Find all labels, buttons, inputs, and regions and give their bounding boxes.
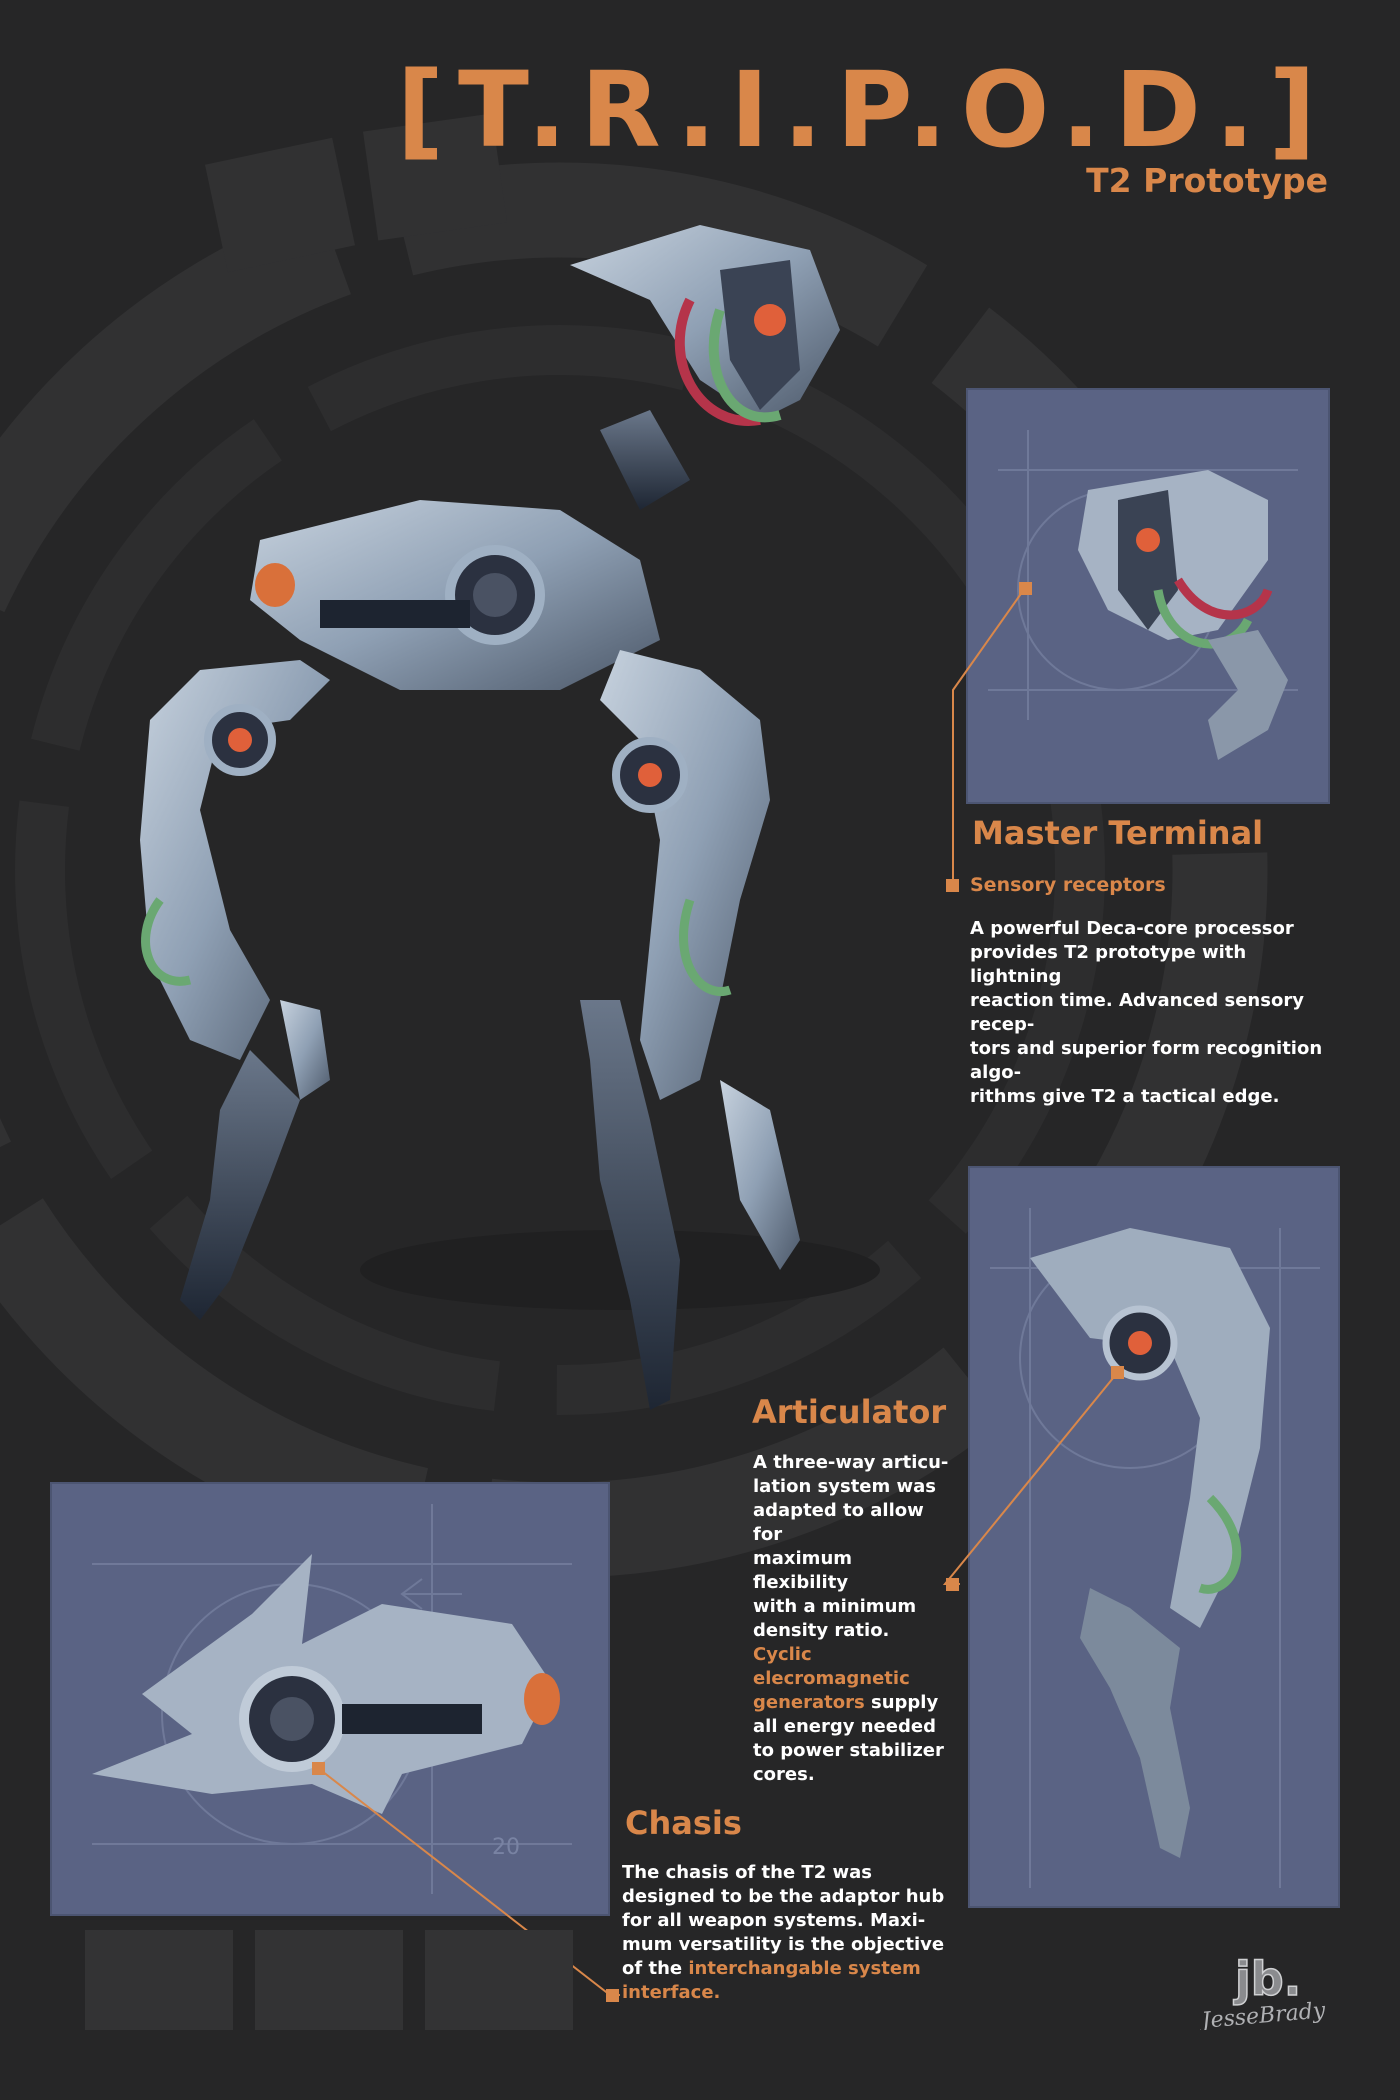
articulator-text: density ratio. [753, 1620, 890, 1641]
decorative-block [85, 1930, 233, 2030]
articulator-panel [968, 1166, 1340, 1908]
sensory-receptors-marker [946, 879, 959, 892]
articulator-line: lation system was [753, 1476, 937, 1497]
right-leg [580, 650, 800, 1410]
chasis-line: of the interchangable system [622, 1957, 952, 1981]
articulator-line: density ratio. Cyclic [753, 1619, 953, 1667]
master-terminal-line: A powerful Deca-core processor [970, 918, 1294, 939]
master-terminal-detail-art [988, 430, 1298, 760]
decorative-block [425, 1930, 573, 2030]
articulator-line: generators supply [753, 1691, 953, 1715]
master-terminal-line: tors and superior form recognition algo- [970, 1038, 1323, 1083]
sensory-receptors-label: Sensory receptors [970, 874, 1166, 896]
chasis-line: designed to be the adaptor hub [622, 1886, 945, 1907]
poster-subtitle: T2 Prototype [1086, 161, 1328, 200]
master-terminal-panel [966, 388, 1330, 804]
chasis-line: mum versatility is the objective [622, 1934, 945, 1955]
articulator-line: adapted to allow for [753, 1500, 924, 1545]
articulator-line: cores. [753, 1764, 815, 1785]
master-terminal-line: rithms give T2 a tactical edge. [970, 1086, 1280, 1107]
chasis-text: of the [622, 1958, 683, 1979]
chasis-line: for all weapon systems. Maxi- [622, 1910, 926, 1931]
chasis-panel: 20 [50, 1482, 610, 1916]
generators-highlight: generators [753, 1692, 865, 1713]
master-terminal-heading: Master Terminal [972, 814, 1264, 852]
articulator-detail-art [990, 1208, 1320, 1888]
chasis-description: The chasis of the T2 was designed to be … [622, 1861, 952, 2005]
chasis-line: The chasis of the T2 was [622, 1862, 872, 1883]
articulator-line: maximum flexibility [753, 1548, 853, 1593]
articulator-description: A three-way articu- lation system was ad… [753, 1451, 953, 1787]
chasis-body [250, 500, 660, 690]
master-terminal-head [570, 225, 840, 426]
chasis-detail-art: 20 [92, 1504, 572, 1894]
articulator-text: supply [870, 1692, 939, 1713]
articulator-line: to power stabilizer [753, 1740, 944, 1761]
chasis-panel-number: 20 [492, 1835, 520, 1860]
master-terminal-line: reaction time. Advanced sensory recep- [970, 990, 1304, 1035]
decorative-block [255, 1930, 403, 2030]
cyclic-highlight: Cyclic [753, 1644, 812, 1665]
poster-title: [T.R.I.P.O.D.] [396, 49, 1330, 171]
master-terminal-description: A powerful Deca-core processor provides … [970, 917, 1330, 1109]
signature-monogram: jb. [1233, 1952, 1301, 2006]
artist-signature-logo: jb. JesseBrady [1200, 1951, 1327, 2030]
interface-highlight: interchangable system [688, 1958, 921, 1979]
master-terminal-line: provides T2 prototype with lightning [970, 942, 1247, 987]
articulator-heading: Articulator [752, 1393, 947, 1431]
electromagnetic-highlight: elecromagnetic [753, 1668, 910, 1689]
interface-highlight-end: interface. [622, 1982, 721, 2003]
chasis-heading: Chasis [625, 1804, 742, 1842]
articulator-line: A three-way articu- [753, 1452, 949, 1473]
left-leg [140, 660, 330, 1320]
signature-name: JesseBrady [1200, 1998, 1327, 2030]
articulator-line: with a minimum [753, 1596, 917, 1617]
articulator-line: all energy needed [753, 1716, 936, 1737]
